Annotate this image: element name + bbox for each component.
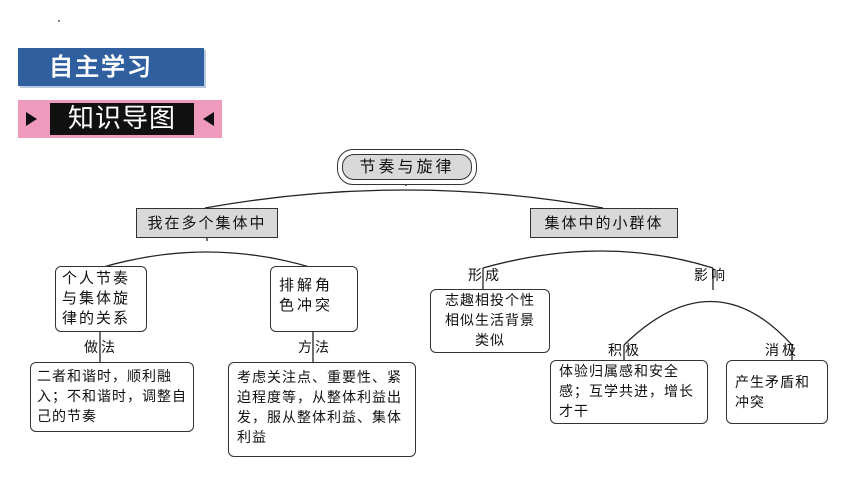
node-practice-detail: 二者和谐时，顺利融入；不和谐时，调整自己的节奏 [30, 362, 194, 432]
node-role-conflict: 排解角色冲突 [270, 266, 358, 332]
label-impact: 影响 [694, 268, 728, 284]
branch-node-small-groups: 集体中的小群体 [530, 208, 678, 238]
triangle-right-icon [26, 112, 37, 126]
label-method: 方法 [298, 340, 332, 356]
root-arc [204, 189, 604, 209]
branch-node-in-groups: 我在多个集体中 [136, 208, 278, 238]
speck [58, 20, 60, 22]
root-node: 节奏与旋律 [337, 149, 477, 185]
left-branch-arc [99, 251, 314, 269]
subsection-title: 知识导图 [50, 103, 194, 135]
node-method-detail: 考虑关注点、重要性、紧迫程度等，从整体利益出发，服从整体利益、集体利益 [228, 362, 416, 457]
impact-arc [623, 301, 793, 346]
node-formation-detail: 志趣相投个性相似生活背景类似 [430, 289, 550, 353]
right-branch-arc [482, 250, 714, 269]
label-formation: 形成 [468, 268, 502, 284]
root-node-label: 节奏与旋律 [342, 154, 472, 180]
subsection-title-banner: 知识导图 [18, 100, 222, 138]
node-positive-detail: 体验归属感和安全感；互学共进，增长才干 [550, 360, 708, 424]
label-practice: 做法 [84, 340, 118, 356]
label-negative: 消极 [765, 343, 799, 359]
section-title: 自主学习 [49, 53, 153, 81]
node-negative-detail: 产生矛盾和冲突 [726, 360, 828, 424]
section-title-banner: 自主学习 [18, 48, 204, 86]
node-personal-rhythm: 个人节奏与集体旋律的关系 [55, 266, 147, 332]
triangle-left-icon [203, 112, 214, 126]
label-positive: 积极 [608, 343, 642, 359]
